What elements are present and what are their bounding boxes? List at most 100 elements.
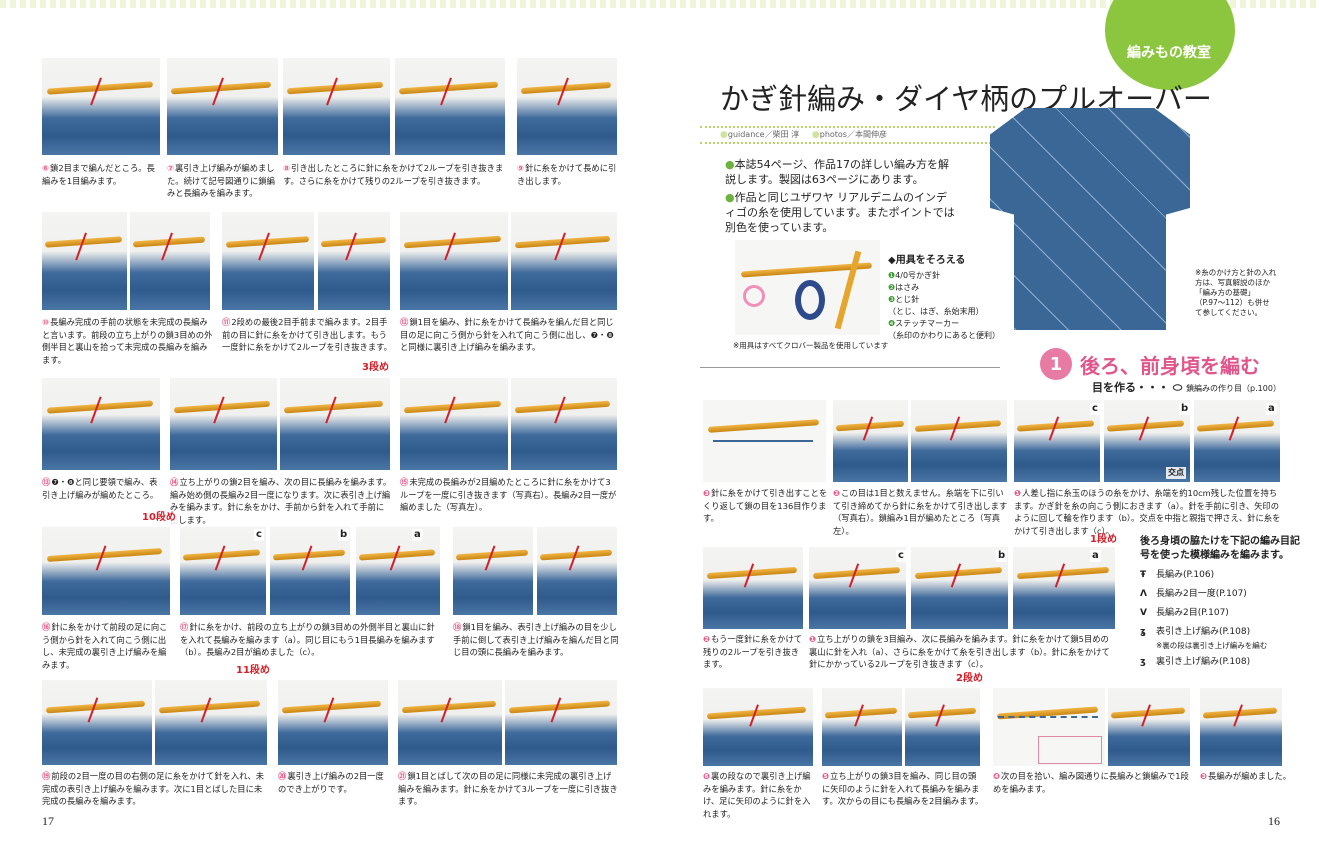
- step-photo: [1014, 400, 1100, 482]
- photo-label: a: [412, 529, 423, 541]
- step-photo: [822, 688, 902, 766]
- step-photo: [42, 527, 170, 615]
- step-photo: [703, 547, 803, 629]
- page-number: 16: [1268, 814, 1280, 828]
- step-caption: ❹次の目を拾い、編み図通りに長編みと鎖編みで1段めを編みます。: [993, 771, 1189, 794]
- step-photo: [809, 547, 906, 629]
- step-photo: [511, 212, 617, 310]
- step-photo: [167, 58, 278, 155]
- step-caption: ❸長編みが編めました。: [1200, 771, 1292, 781]
- step-photo: [270, 527, 350, 615]
- step-photo: [318, 212, 390, 310]
- photo-label: 交点: [1166, 467, 1186, 479]
- step-caption: ⑦裏引き上げ編みが編めました。続けて記号図通りに鎖編みと長編みを編みます。: [167, 163, 275, 198]
- step-photo: [42, 212, 127, 310]
- step-photo: [283, 58, 390, 155]
- step-caption: ⑥鎖2目まで編んだところ。長編みを1目編みます。: [42, 163, 155, 186]
- step-caption: ⑬❼・❽と同じ要領で編み、表引き上げ編みが編めたところ。: [42, 477, 159, 500]
- step-photo: [42, 58, 160, 155]
- photo-label: a: [1266, 403, 1277, 415]
- legend-heading: 後ろ身頃の脇たけを下記の編み目記号を使った模様編みを編みます。: [1140, 536, 1300, 561]
- step-photo: [453, 527, 533, 615]
- step-caption: ⑲前段の2目一度の目の右側の足に糸をかけて針を入れ、未完成の表引き上げ編みを編み…: [42, 771, 265, 806]
- step-caption: ❸針に糸をかけて引き出すことをくり返して鎖の目を136目作ります。: [703, 488, 828, 523]
- step-photo: [400, 378, 508, 470]
- row-label: 11段め: [234, 665, 272, 677]
- step-caption: ❺立ち上がりの鎖3目を編み、同じ目の頭に矢印のように針を入れて長編みを編みます。…: [822, 771, 984, 806]
- step-caption: ❶立ち上がりの鎖を3目編み、次に長編みを編みます。針に糸をかけて鎖5目めの裏山に…: [809, 634, 1110, 669]
- step-photo: [222, 212, 314, 310]
- step-photo: [395, 58, 505, 155]
- step-photo: [1200, 688, 1282, 766]
- page-number: 17: [42, 814, 54, 828]
- divider: [700, 126, 995, 128]
- step-caption: ⑱鎖1目を編み、表引き上げ編みの目を少し手前に倒して表引き上げ編みを編んだ目と同…: [453, 622, 619, 657]
- step-photo: [993, 688, 1105, 766]
- step-caption: ⑩長編み完成の手前の状態を未完成の長編みと言います。前段の立ち上がりの鎖3目めの…: [42, 317, 213, 365]
- tools-photo: [735, 240, 880, 335]
- step-photo: [42, 378, 160, 470]
- step-caption: ⑰針に糸をかけ、前段の立ち上がりの鎖3目めの外側半目と裏山に針を入れて長編みを編…: [180, 622, 435, 657]
- tools-heading: ◆用具をそろえる: [888, 255, 966, 266]
- step-photo: [905, 688, 980, 766]
- step-photo: [400, 212, 508, 310]
- sweater-photo: [990, 108, 1190, 330]
- step-photo: [356, 527, 440, 615]
- photo-label: b: [1179, 403, 1191, 415]
- step-photo: [703, 400, 826, 482]
- step-photo: [505, 680, 617, 765]
- row-label: 10段め: [140, 512, 178, 524]
- step-photo: [280, 378, 390, 470]
- step-caption: ⑭立ち上がりの鎖2目を編み、次の目に長編みを編みます。編み始め側の長編み2目一度…: [170, 477, 392, 525]
- step-photo: [911, 400, 1007, 482]
- row-label: 3段め: [360, 362, 391, 374]
- credits: ●guidance／柴田 淳 ●photos／本間伸彦: [720, 130, 887, 140]
- step-caption: ❻裏の段なので裏引き上げ編みを編みます。針に糸をかけ、足に矢印のように針を入れま…: [703, 771, 811, 819]
- step-photo: [511, 378, 617, 470]
- photo-label: a: [1090, 550, 1101, 562]
- sweater-note: ※糸のかけ方と針の入れ方は、写真解説のほか「編み方の基礎」（P.97〜112）も…: [1195, 268, 1277, 317]
- step-photo: [537, 527, 617, 615]
- section-subtitle: 目を作る・・・ ⬭ 鎖編みの作り目（p.100）: [1092, 381, 1281, 394]
- step-photo: [398, 680, 502, 765]
- photo-label: b: [338, 529, 350, 541]
- step-photo: [1194, 400, 1280, 482]
- tools-list: ◆用具をそろえる ❶4/0号かぎ針 ❷はさみ ❸とじ針（とじ、はぎ、糸始末用） …: [888, 255, 1000, 340]
- step-photo: [833, 400, 908, 482]
- step-caption: ❷この目は1目と数えません。糸端を下に引いて引き締めてから針に糸をかけて引き出し…: [833, 488, 1008, 536]
- step-photo: [278, 680, 388, 765]
- step-photo: [1108, 688, 1190, 766]
- step-caption: ❶人差し指に糸玉のほうの糸をかけ、糸端を約10cm残した位置を持ちます。かぎ針を…: [1014, 488, 1281, 536]
- photo-label: c: [254, 529, 264, 541]
- step-photo: [42, 680, 152, 765]
- step-photo: [517, 58, 617, 155]
- step-caption: ⑫鎖1目を編み、針に糸をかけて長編みを編んだ目と同じ目の足に向こう側から針を入れ…: [400, 317, 614, 352]
- tools-note: ※用具はすべてクロバー製品を使用しています: [733, 341, 889, 350]
- step-caption: ❷もう一度針に糸をかけて残りの2ループを引き抜きます。: [703, 634, 803, 669]
- photo-label: b: [996, 550, 1008, 562]
- step-photo: [180, 527, 266, 615]
- intro-bullet: ●本誌54ページ、作品17の詳しい編み方を解説します。製図は63ページにあります…: [725, 158, 950, 186]
- step-photo: [170, 378, 277, 470]
- step-caption: ㉑鎖1目とばして次の目の足に同様に未完成の裏引き上げ編みを編みます。針に糸をかけ…: [398, 771, 618, 806]
- step-photo: [130, 212, 210, 310]
- step-caption: ⑯針に糸をかけて前段の足に向こう側から針を入れて向こう側に出し、未完成の裏引き上…: [42, 622, 168, 670]
- step-photo: [703, 688, 813, 766]
- step-caption: ⑪2段めの最後2目手前まで編みます。2目手前の目に針に糸をかけて引き出します。も…: [222, 317, 392, 352]
- row-label: 1段め: [1088, 534, 1119, 546]
- divider: [700, 367, 1000, 368]
- step-photo: [155, 680, 267, 765]
- section-tab-label: 編みもの教室: [1127, 45, 1211, 61]
- photo-label: c: [1090, 403, 1100, 415]
- row-label: 2段め: [954, 673, 985, 685]
- step-caption: ⑮未完成の長編みが2目編めたところに針に糸をかけて3ループを一度に引き抜きます（…: [400, 477, 617, 512]
- step-caption: ⑨針に糸をかけて長めに引き出します。: [517, 163, 617, 186]
- top-decoration: [0, 0, 1320, 8]
